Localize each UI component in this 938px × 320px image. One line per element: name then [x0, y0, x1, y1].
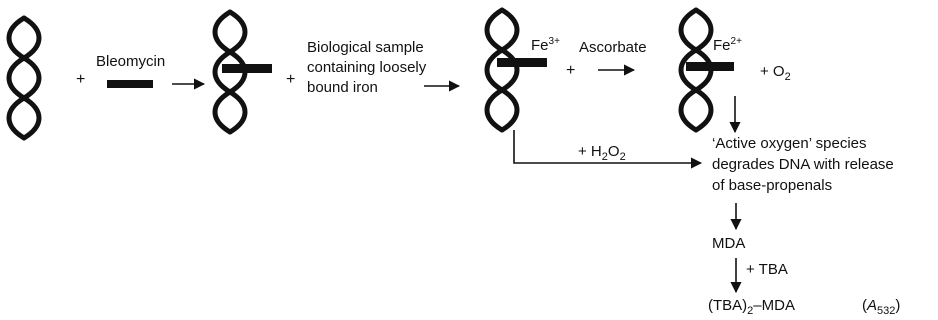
absorbance-label: (A532)	[862, 297, 900, 317]
active-oxygen-line3: of base-propenals	[712, 177, 832, 194]
fe2-bleomycin-bar-icon	[686, 62, 734, 71]
plus-sign-1: +	[76, 71, 85, 88]
dna-helix-icon	[9, 18, 39, 138]
plus-sign-2: +	[286, 71, 295, 88]
plus-tba-label: + TBA	[746, 261, 788, 278]
fe3-label: Fe3+	[531, 36, 560, 54]
plus-h2o2-label: + H2O2	[578, 143, 626, 163]
mda-label: MDA	[712, 235, 745, 252]
bound-bleomycin-bar-icon	[222, 64, 272, 73]
sample-label-line3: bound iron	[307, 79, 378, 96]
plus-sign-3: +	[566, 62, 575, 79]
active-oxygen-line2: degrades DNA with release	[712, 156, 894, 173]
active-oxygen-line1: ‘Active oxygen’ species	[712, 135, 867, 152]
sample-label-line1: Biological sample	[307, 39, 424, 56]
fe3-bleomycin-bar-icon	[497, 58, 547, 67]
tba2-mda-product-label: (TBA)2–MDA	[708, 297, 795, 317]
ascorbate-label: Ascorbate	[579, 39, 647, 56]
plus-o2-label: + O2	[760, 63, 791, 83]
fe3-complex-helix-icon	[487, 10, 517, 130]
fe2-label: Fe2+	[713, 36, 742, 54]
arrow-h2o2-pathway	[513, 130, 703, 169]
sample-label-line2: containing loosely	[307, 59, 427, 76]
bleomycin-bar-icon	[107, 80, 153, 88]
bleomycin-label: Bleomycin	[96, 53, 165, 70]
